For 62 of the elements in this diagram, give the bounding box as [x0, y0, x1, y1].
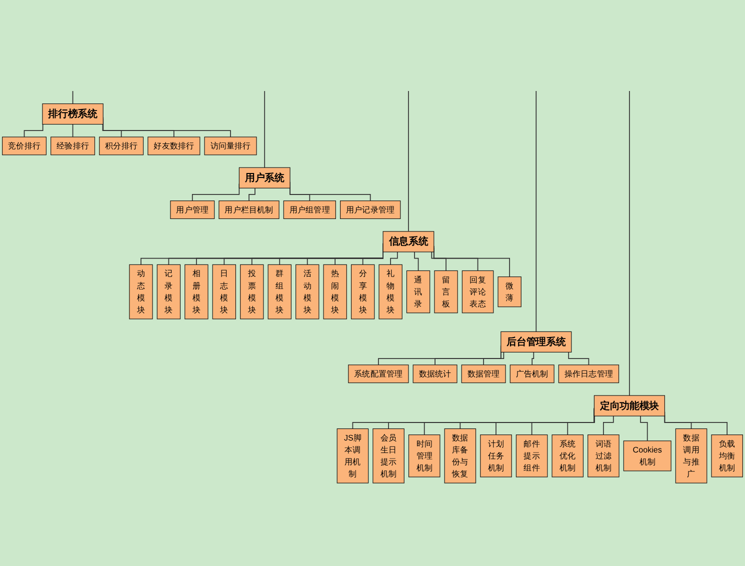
node-box: 数据管理	[461, 364, 506, 384]
connector	[640, 416, 648, 442]
node-box: 数据统计	[412, 364, 458, 384]
node-box: 用户记录管理	[340, 200, 401, 220]
node-box: 词语过滤机制	[588, 434, 620, 478]
node-box: 通讯录	[406, 270, 430, 314]
connector	[532, 352, 534, 366]
node-box: 群组模块	[268, 264, 292, 320]
node-box: JS脚本调用机制	[336, 428, 369, 484]
node-box: 好友数排行	[148, 136, 200, 156]
node-box: 相册模块	[184, 264, 208, 320]
node-box: 分享模块	[350, 264, 375, 320]
node-box: 竞价排行	[2, 136, 46, 156]
connector	[603, 416, 614, 436]
node-box: 会员生日提示机制	[372, 428, 404, 484]
node-box: 日志模块	[212, 264, 236, 320]
connector	[408, 90, 409, 232]
node-box: 系统优化机制	[552, 434, 584, 478]
node-box: 数据调用与推广	[675, 428, 708, 484]
node-box: 礼物模块	[378, 264, 402, 320]
node-box: 负载均衡机制	[711, 434, 743, 478]
node-box: 计划任务机制	[480, 434, 512, 478]
node-box: 用户组管理	[283, 200, 336, 220]
node-box: 数据库备份与恢复	[444, 428, 476, 484]
connector	[483, 352, 504, 366]
node-box: 用户管理	[170, 200, 215, 220]
node-box: 投票模块	[240, 264, 264, 320]
connector	[568, 352, 590, 366]
node-box: 微薄	[498, 276, 522, 308]
connector	[536, 90, 537, 332]
node-box: 操作日志管理	[558, 364, 620, 384]
node-box: 积分排行	[99, 136, 144, 156]
node-box: 广告机制	[510, 364, 554, 384]
node-box: 邮件提示组件	[516, 434, 548, 478]
node-box: 记录模块	[156, 264, 181, 320]
connector	[248, 188, 256, 202]
node-box: 活动模块	[296, 264, 320, 320]
connector	[390, 252, 398, 266]
connector	[24, 124, 44, 138]
connector	[72, 124, 74, 138]
node-box: 留言板	[434, 270, 458, 314]
node-box: 访问量排行	[204, 136, 257, 156]
node-box: 回复评论表态	[462, 270, 494, 314]
connector	[431, 252, 446, 272]
node-box: 后台管理系统	[500, 331, 572, 352]
connector	[414, 252, 419, 272]
node-box: 热闹模块	[323, 264, 347, 320]
connector	[567, 414, 595, 436]
node-box: Cookies机制	[623, 440, 672, 472]
node-box: 用户栏目机制	[218, 200, 280, 220]
node-box: 经验排行	[50, 136, 96, 156]
node-box: 信息系统	[382, 231, 434, 252]
connector	[264, 90, 266, 168]
connector	[629, 90, 630, 396]
node-box: 系统配置管理	[348, 364, 409, 384]
node-box: 动态模块	[129, 264, 153, 320]
connector	[72, 90, 74, 104]
node-box: 用户系统	[238, 167, 290, 188]
connector	[362, 250, 384, 266]
node-box: 排行榜系统	[42, 103, 104, 125]
node-box: 时间管理机制	[408, 434, 440, 478]
node-box: 定向功能模块	[594, 395, 665, 416]
